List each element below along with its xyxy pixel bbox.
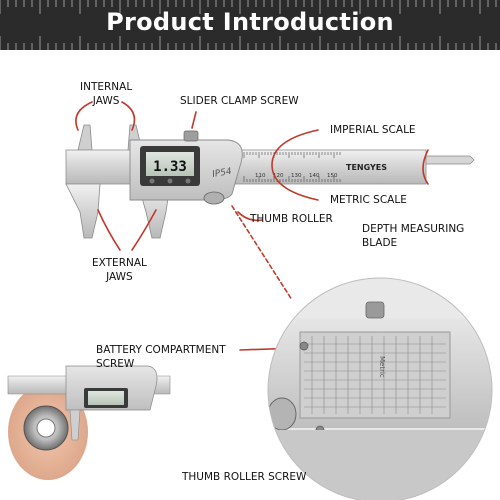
scale-number: 120 <box>273 173 284 179</box>
internal-jaw-fixed <box>77 124 93 151</box>
label-external-jaws-line2: JAWS <box>106 271 133 283</box>
label-metric-scale: METRIC SCALE <box>330 194 407 206</box>
brand-label: TENGYES <box>346 163 387 172</box>
label-depth-blade-line1: DEPTH MEASURING <box>362 223 465 235</box>
lcd-reading: 1.33 <box>153 159 187 175</box>
zoom-thumb-roller <box>268 397 297 431</box>
label-battery-compartment-screw: BATTERY COMPARTMENT SCREW <box>96 343 226 371</box>
slider-clamp-screw <box>183 130 199 142</box>
banner-ruler-ticks <box>0 0 497 50</box>
main-caliper: 110 120 130 140 150 TENGYES 1.33 IP54 <box>65 124 475 239</box>
zoom-back-plate <box>299 331 451 419</box>
zoom-clamp-screw <box>365 301 385 319</box>
bearing-inner <box>36 418 56 438</box>
hand-measuring-photo <box>7 365 171 480</box>
label-depth-measuring-blade: DEPTH MEASURING BLADE <box>362 222 464 250</box>
lcd-screen <box>146 152 194 176</box>
caliper-illustration: 110 120 130 140 150 TENGYES 1.33 IP54 <box>7 101 493 500</box>
external-jaws-arrow-left <box>97 209 121 251</box>
label-slider-clamp-screw: SLIDER CLAMP SCREW <box>180 95 299 107</box>
internal-jaws-arrow-left <box>75 101 93 131</box>
page-title: Product Introduction <box>106 8 394 36</box>
label-external-jaws-line1: EXTERNAL <box>92 257 147 269</box>
caliper-beam <box>65 149 427 185</box>
zoom-lower-beam <box>268 430 492 500</box>
label-battery-line1: BATTERY COMPARTMENT <box>96 344 226 356</box>
slider-clamp-arrow <box>191 111 197 129</box>
scale-number: 140 <box>309 173 320 179</box>
label-thumb-roller: THUMB ROLLER <box>250 213 333 225</box>
label-thumb-roller-screw: THUMB ROLLER SCREW <box>182 471 307 483</box>
zoom-plate-text: Metric <box>378 356 386 378</box>
lcd-button <box>149 178 155 184</box>
lcd-button <box>167 178 173 184</box>
external-jaws-arrow-right <box>131 209 157 251</box>
ip-rating: IP54 <box>212 167 233 180</box>
small-lcd-screen <box>88 391 124 405</box>
thumb-roller-arc <box>237 211 263 222</box>
zoom-battery-screw <box>299 341 309 351</box>
scale-number: 110 <box>255 173 266 179</box>
label-depth-blade-line2: BLADE <box>362 237 398 249</box>
label-imperial-scale: IMPERIAL SCALE <box>330 124 416 136</box>
small-caliper-jaw <box>69 409 81 441</box>
header-banner: Product Introduction <box>0 0 500 50</box>
label-external-jaws: EXTERNAL JAWS <box>92 256 147 284</box>
thumb-roller <box>203 191 225 205</box>
depth-measuring-blade <box>425 155 475 165</box>
external-jaw-fixed <box>65 183 101 239</box>
zoom-leader <box>231 205 293 301</box>
scale-number: 150 <box>327 173 338 179</box>
lcd-button <box>185 178 191 184</box>
scale-number: 130 <box>291 173 302 179</box>
zoom-detail-circle: Metric <box>267 277 493 500</box>
internal-jaws-arrow-right <box>121 101 136 131</box>
beam-scale-numbers: 110 120 130 140 150 <box>255 173 338 179</box>
label-internal-jaws-line1: INTERNAL <box>80 81 133 93</box>
label-internal-jaws-line2: JAWS <box>92 95 120 107</box>
scale-arc <box>271 129 319 201</box>
label-battery-line2: SCREW <box>96 358 135 370</box>
depth-blade-arc <box>422 149 429 185</box>
label-internal-jaws: INTERNAL JAWS <box>80 80 132 108</box>
